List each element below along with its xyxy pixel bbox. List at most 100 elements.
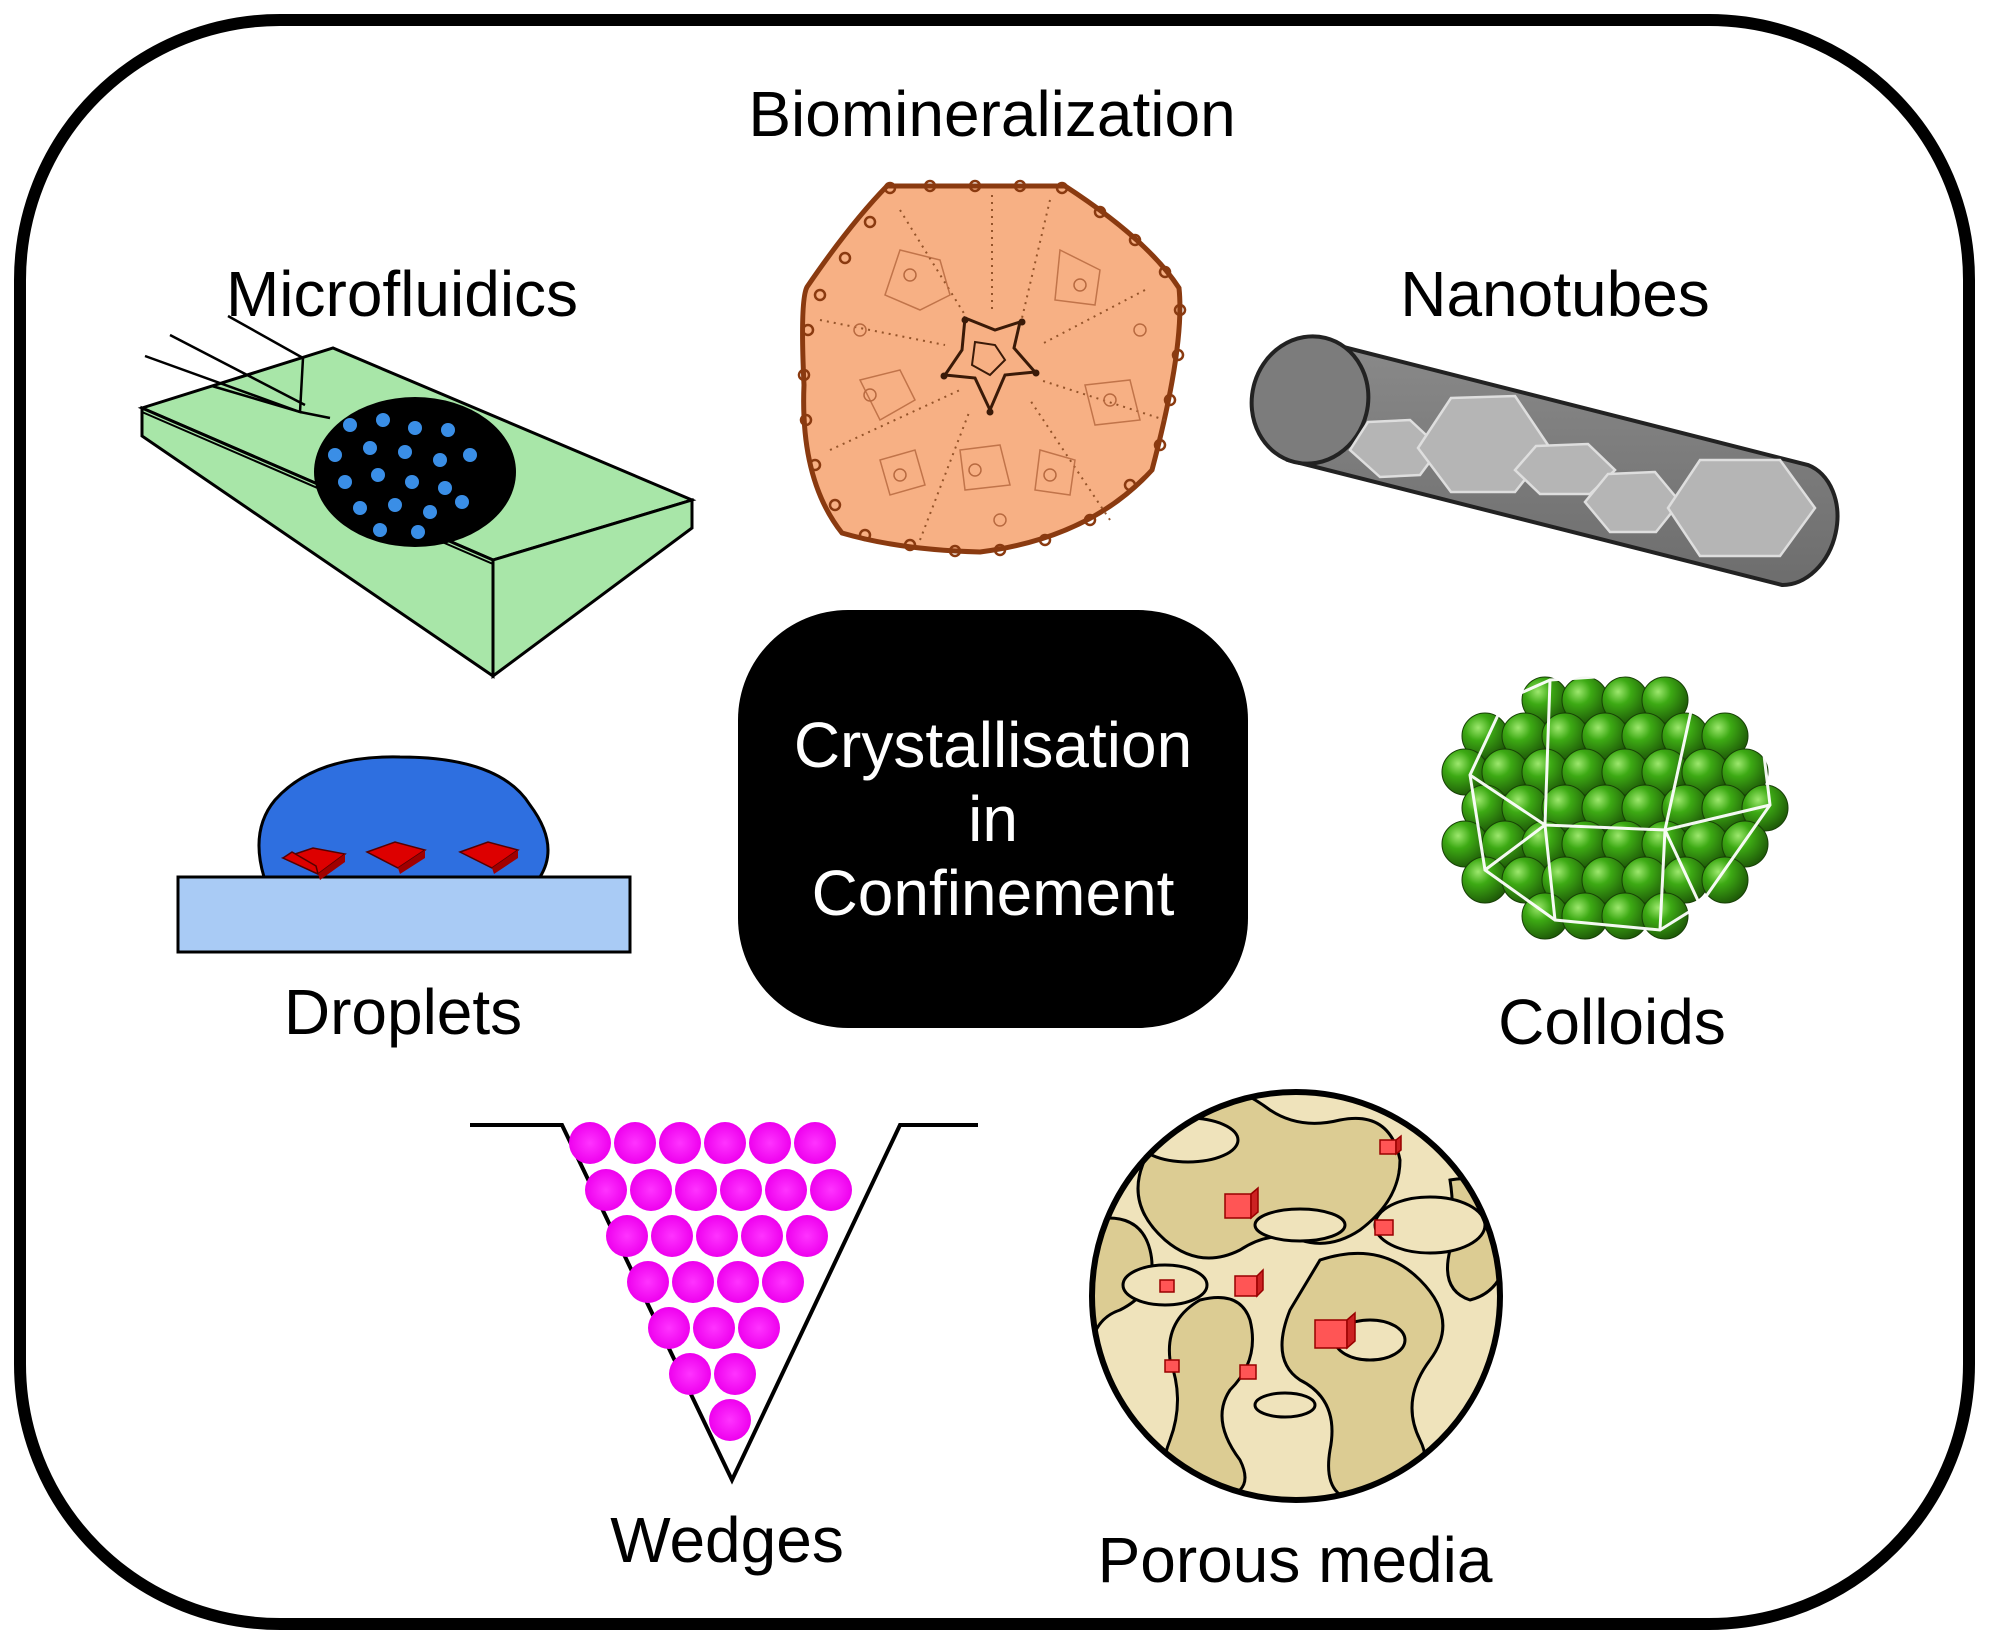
nanotube-illustration <box>1249 334 1840 588</box>
droplet-illustration <box>176 755 632 954</box>
wedge-particle <box>749 1122 791 1164</box>
label-nanotubes: Nanotubes <box>1400 258 1710 330</box>
urchin-tubercle <box>1038 533 1052 547</box>
wedge-particle <box>762 1261 804 1303</box>
microfluidic-droplet <box>438 481 452 495</box>
urchin-tubercle <box>838 251 852 265</box>
center-title-box: Crystallisation in Confinement <box>738 610 1248 1028</box>
center-title-line-1: Crystallisation <box>793 709 1193 781</box>
center-title-line-3: Confinement <box>811 857 1175 929</box>
microfluidic-droplet <box>343 418 357 432</box>
microfluidic-droplet <box>398 445 412 459</box>
urchin-tubercle <box>801 323 815 337</box>
label-biomineralization: Biomineralization <box>748 78 1236 150</box>
colloid-particle <box>1721 748 1769 796</box>
urchin-tubercle <box>1083 513 1097 527</box>
wedge-particle <box>675 1169 717 1211</box>
microfluidic-droplet <box>411 525 425 539</box>
urchin-tubercle <box>1173 303 1187 317</box>
microfluidics-illustration <box>137 314 697 679</box>
microfluidic-droplet <box>353 501 367 515</box>
wedge-particle <box>585 1169 627 1211</box>
wedge-particle <box>569 1122 611 1164</box>
wedge-particle <box>693 1307 735 1349</box>
wedge-particle <box>648 1307 690 1349</box>
colloid-particle <box>1601 892 1649 940</box>
microfluidic-droplet <box>388 498 402 512</box>
urchin-tubercle <box>1123 478 1137 492</box>
wedge-particle <box>614 1122 656 1164</box>
urchin-tubercle <box>1093 205 1107 219</box>
urchin-tubercle <box>858 528 872 542</box>
urchin-tubercle <box>799 413 813 427</box>
colloid-particle <box>1641 676 1689 724</box>
urchin-pore <box>1133 323 1147 337</box>
sea-urchin-illustration <box>797 179 1187 558</box>
urchin-pore <box>1073 278 1087 292</box>
urchin-pore <box>863 388 877 402</box>
colloid-particle <box>1561 892 1609 940</box>
wedge-particle <box>630 1169 672 1211</box>
urchin-tubercle <box>1163 393 1177 407</box>
urchin-tubercle <box>923 179 937 193</box>
wedge-particle <box>659 1122 701 1164</box>
wedge-particle <box>704 1122 746 1164</box>
urchin-tubercle <box>948 544 962 558</box>
colloid-particle <box>1701 712 1749 760</box>
microfluidic-droplet <box>338 475 352 489</box>
wedge-particle <box>765 1169 807 1211</box>
urchin-tubercle <box>1171 348 1185 362</box>
wedge-particle <box>696 1215 738 1257</box>
center-title-line-2: in <box>968 783 1018 855</box>
wedge-particle <box>669 1353 711 1395</box>
label-porous-media: Porous media <box>1097 1524 1493 1596</box>
wedge-particle <box>786 1215 828 1257</box>
wedge-particle <box>627 1261 669 1303</box>
urchin-pore <box>853 323 867 337</box>
wedge-particle <box>738 1307 780 1349</box>
wedge-particle <box>672 1261 714 1303</box>
microfluidic-droplet <box>371 468 385 482</box>
wedge-particle <box>717 1261 759 1303</box>
wedge-particle <box>709 1399 751 1441</box>
microfluidic-droplet <box>455 495 469 509</box>
urchin-tubercle <box>1128 233 1142 247</box>
microfluidic-droplet <box>376 413 390 427</box>
label-droplets: Droplets <box>283 976 523 1048</box>
urchin-tubercle <box>828 498 842 512</box>
microfluidic-droplet <box>408 421 422 435</box>
urchin-tubercle <box>883 181 897 195</box>
urchin-tubercle <box>968 179 982 193</box>
microfluidic-droplet <box>433 453 447 467</box>
microfluidic-droplet <box>405 475 419 489</box>
urchin-tubercle <box>1055 181 1069 195</box>
wedge-particle <box>810 1169 852 1211</box>
urchin-tubercle <box>808 458 822 472</box>
colloid-particle <box>1641 892 1689 940</box>
urchin-tubercle <box>993 543 1007 557</box>
urchin-tubercle <box>1158 265 1172 279</box>
microfluidic-droplet <box>441 423 455 437</box>
wedge-illustration <box>470 1122 978 1485</box>
microfluidic-droplet <box>363 441 377 455</box>
urchin-tubercle <box>813 288 827 302</box>
urchin-pore <box>968 463 982 477</box>
microfluidic-droplet <box>373 523 387 537</box>
urchin-tubercle <box>1013 179 1027 193</box>
colloid-particle <box>1701 856 1749 904</box>
wedge-particle <box>606 1215 648 1257</box>
wedge-particle <box>714 1353 756 1395</box>
colloid-particle <box>1741 784 1789 832</box>
microfluidic-droplet <box>463 448 477 462</box>
urchin-pore <box>1103 393 1117 407</box>
urchin-pore <box>893 468 907 482</box>
microfluidic-droplet <box>423 505 437 519</box>
urchin-tubercle <box>903 538 917 552</box>
wedge-particle <box>741 1215 783 1257</box>
colloid-illustration <box>1441 668 1789 940</box>
wedge-particle <box>651 1215 693 1257</box>
microfluidic-droplet <box>328 448 342 462</box>
wedge-particle <box>794 1122 836 1164</box>
label-colloids: Colloids <box>1498 986 1726 1058</box>
